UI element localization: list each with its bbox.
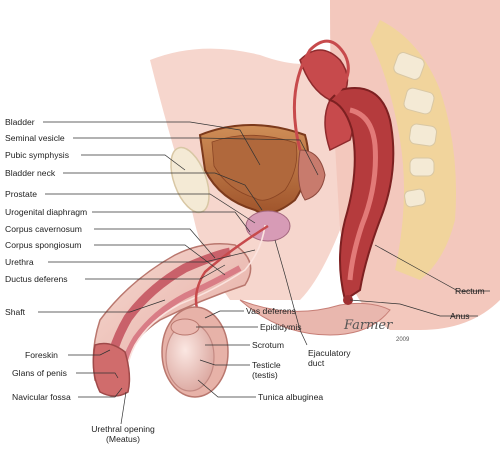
label-ejaculatory-duct-line1: Ejaculatory bbox=[308, 348, 351, 358]
label-anus: Anus bbox=[450, 311, 470, 321]
seminal-vesicle-organ bbox=[297, 149, 326, 201]
label-ductus-deferens: Ductus deferens bbox=[5, 274, 68, 284]
label-testicle-line1: Testicle bbox=[252, 360, 281, 370]
signature-year: 2009 bbox=[396, 337, 410, 343]
label-seminal-vesicle: Seminal vesicle bbox=[5, 133, 65, 143]
label-corpus-cavernosum: Corpus cavernosum bbox=[5, 224, 82, 234]
label-urethral-opening: Urethral opening (Meatus) bbox=[88, 424, 158, 444]
sacrum-fat bbox=[370, 20, 456, 280]
label-epididymis: Epididymis bbox=[260, 322, 302, 332]
label-tunica-albuginea: Tunica albuginea bbox=[258, 392, 324, 402]
label-glans-of-penis: Glans of penis bbox=[12, 368, 67, 378]
label-vas-deferens: Vas deferens bbox=[246, 306, 297, 316]
label-ejaculatory-duct-line2: duct bbox=[308, 358, 325, 368]
label-testicle: Testicle (testis) bbox=[252, 360, 281, 380]
label-corpus-spongiosum: Corpus spongiosum bbox=[5, 240, 82, 250]
perineum bbox=[239, 299, 391, 336]
label-ejaculatory-duct: Ejaculatory duct bbox=[308, 348, 351, 368]
corpus-cavernosum bbox=[108, 247, 231, 354]
rectum bbox=[328, 87, 395, 302]
corpus-spongiosum bbox=[119, 265, 242, 373]
label-urogenital-diaphragm: Urogenital diaphragm bbox=[5, 207, 88, 217]
label-foreskin: Foreskin bbox=[25, 350, 58, 360]
label-urethral-opening-line2: (Meatus) bbox=[106, 434, 140, 444]
label-bladder: Bladder bbox=[5, 117, 35, 127]
bladder-lining bbox=[211, 134, 298, 201]
vas-deferens-tube bbox=[194, 224, 269, 319]
epididymis-organ bbox=[170, 318, 200, 336]
label-testicle-line2: (testis) bbox=[252, 370, 278, 380]
ductus-deferens-tube bbox=[292, 39, 350, 151]
label-prostate: Prostate bbox=[5, 189, 38, 199]
label-urethral-opening-line1: Urethral opening bbox=[91, 424, 155, 434]
label-bladder-neck: Bladder neck bbox=[5, 168, 56, 178]
anus-opening bbox=[343, 295, 353, 305]
leader-lines bbox=[38, 121, 490, 425]
label-scrotum: Scrotum bbox=[252, 340, 284, 350]
sacrum-bones bbox=[393, 52, 437, 208]
label-urethra: Urethra bbox=[5, 257, 34, 267]
glans bbox=[92, 342, 131, 397]
urethra-line bbox=[125, 224, 266, 383]
label-navicular-fossa: Navicular fossa bbox=[12, 392, 71, 402]
rectum-lumen bbox=[347, 107, 378, 281]
label-shaft: Shaft bbox=[5, 307, 26, 317]
label-rectum: Rectum bbox=[455, 286, 485, 296]
label-pubic-symphysis: Pubic symphysis bbox=[5, 150, 69, 160]
artist-signature: Farmer bbox=[344, 318, 393, 333]
